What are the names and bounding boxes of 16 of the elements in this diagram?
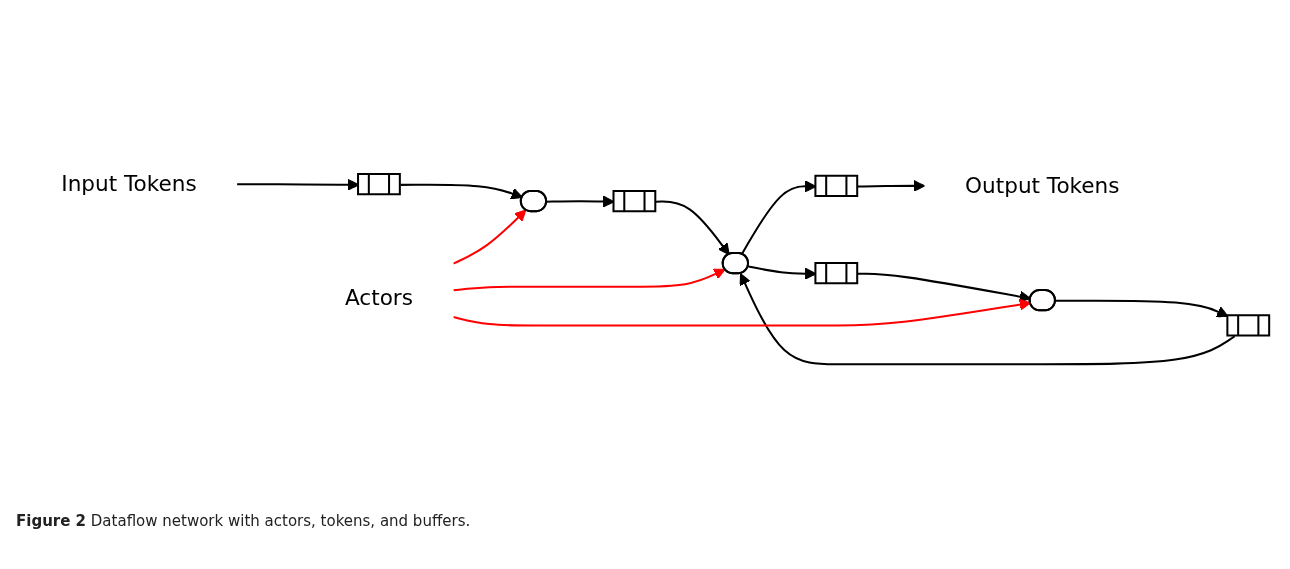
arrow	[453, 268, 726, 292]
arrow	[857, 179, 926, 192]
arrow	[400, 183, 523, 200]
node-box	[612, 189, 657, 213]
node-box	[814, 174, 859, 197]
figure-caption: Figure 2 Dataflow network with actors, tokens, and buffers.	[16, 512, 472, 530]
node-box	[357, 173, 401, 196]
arrow	[1055, 299, 1229, 318]
arrow	[655, 200, 730, 256]
arrow	[739, 273, 1236, 366]
arrow	[452, 209, 527, 265]
node-text: Actors	[344, 284, 413, 311]
node-box	[814, 262, 859, 285]
node-text: Input Tokens	[61, 170, 197, 197]
node-box	[1226, 314, 1271, 337]
node-text: Output Tokens	[965, 172, 1120, 199]
